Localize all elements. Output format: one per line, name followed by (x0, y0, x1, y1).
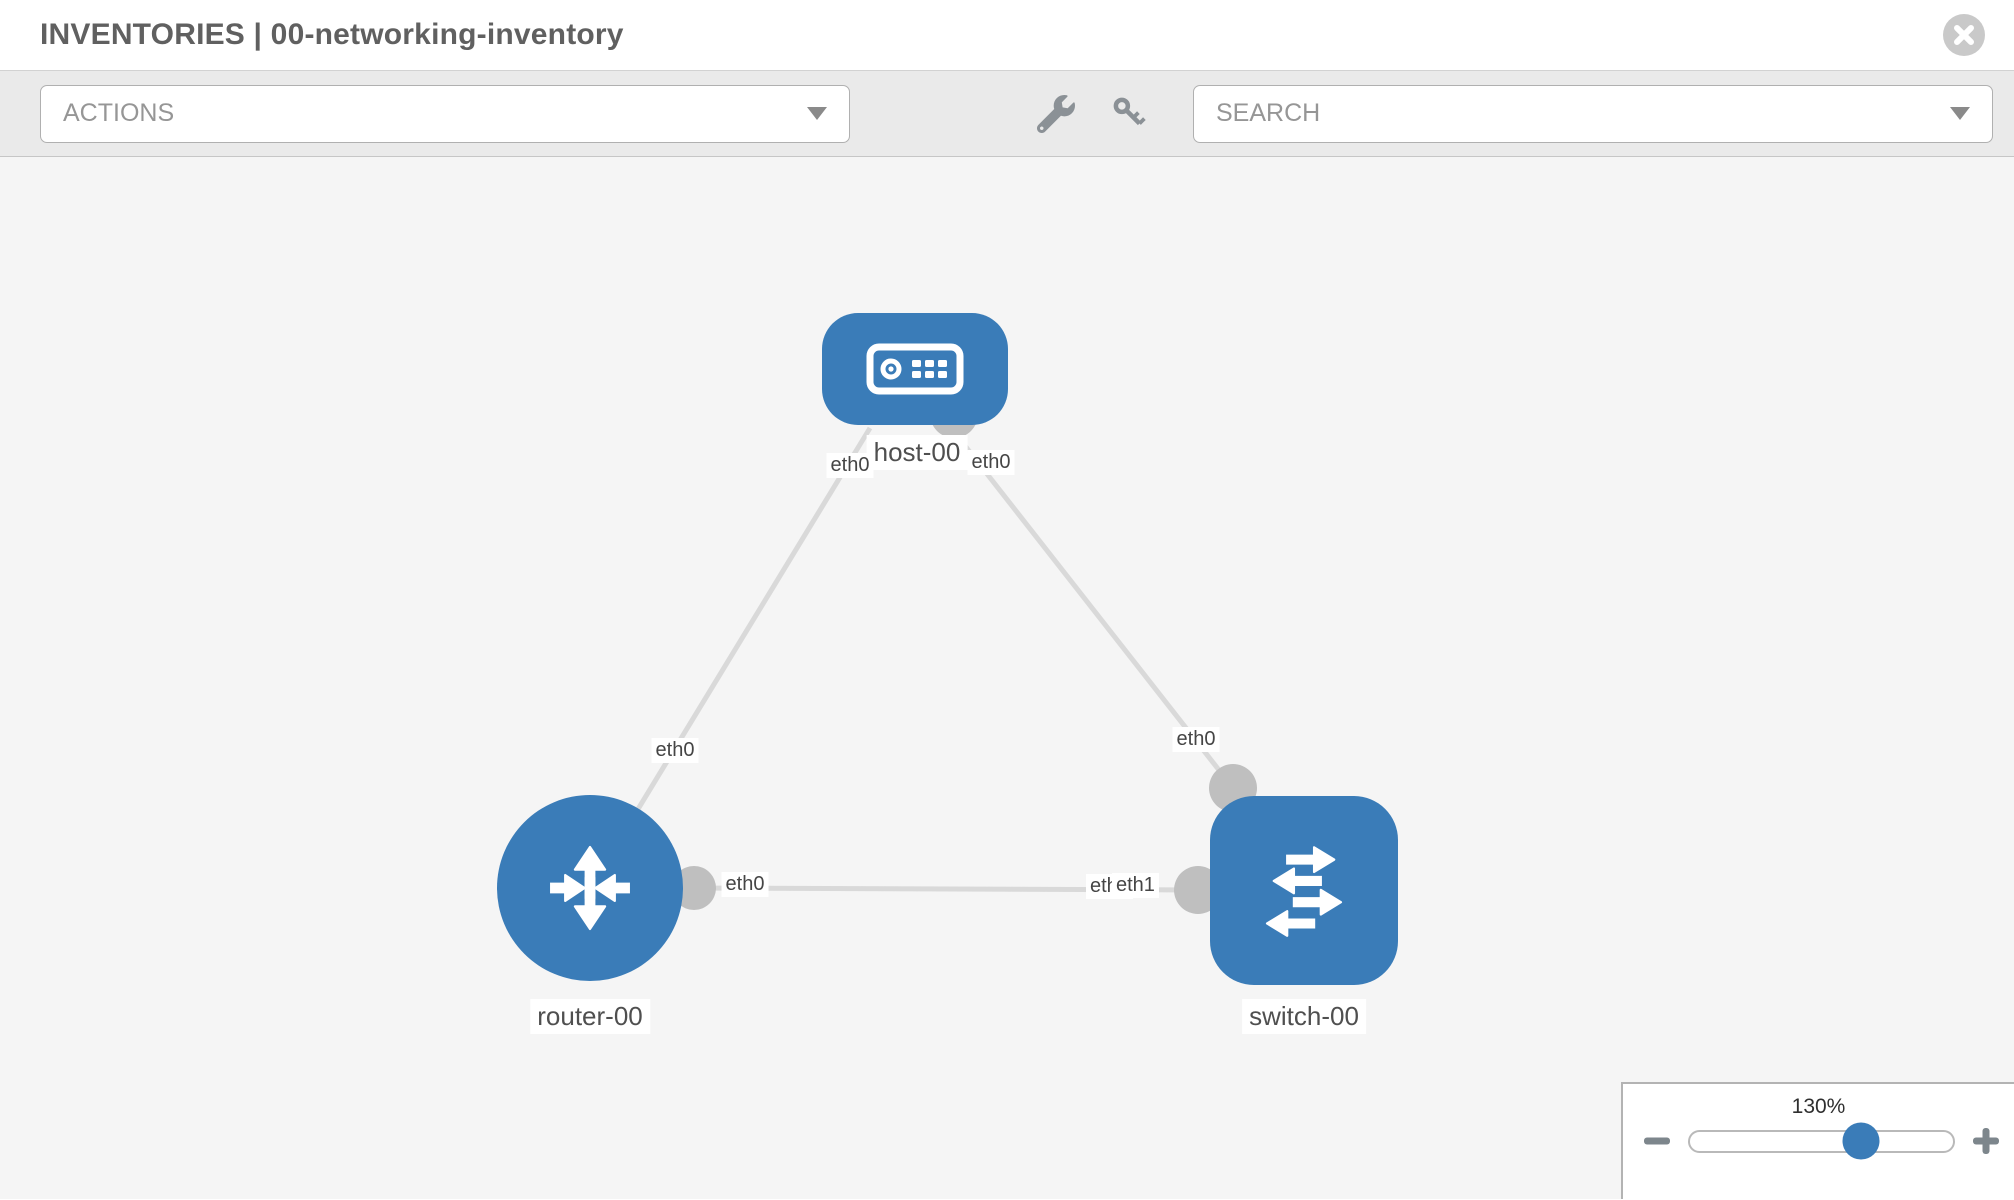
interface-label: eth0 (721, 872, 769, 897)
close-button[interactable] (1943, 14, 1985, 56)
node-label-host-00: host-00 (866, 435, 968, 470)
zoom-slider-thumb[interactable] (1842, 1122, 1880, 1160)
configure-button[interactable] (1036, 94, 1075, 133)
interface-label: eth0 (967, 450, 1015, 475)
interface-dot[interactable] (672, 866, 716, 910)
key-icon (1113, 97, 1146, 125)
interface-label: eth0 (1172, 727, 1220, 752)
search-dropdown[interactable]: SEARCH (1193, 84, 1993, 143)
zoom-level-value: 130% (1791, 1095, 1846, 1118)
zoom-out-button[interactable] (1643, 1127, 1671, 1155)
zoom-control-panel: 130% (1621, 1082, 2014, 1199)
node-label-switch-00: switch-00 (1242, 999, 1366, 1034)
zoom-slider-track[interactable] (1688, 1122, 1955, 1160)
node-switch-00[interactable] (1210, 796, 1398, 985)
minus-icon (1644, 1137, 1670, 1145)
close-icon (1954, 25, 1974, 45)
host-icon (866, 343, 964, 395)
search-dropdown-label: SEARCH (1216, 99, 1321, 127)
router-icon (550, 845, 630, 931)
actions-dropdown-label: ACTIONS (63, 99, 175, 127)
caret-down-icon (807, 107, 827, 120)
interface-label: eth0 (651, 738, 699, 763)
plus-icon (1973, 1128, 1999, 1154)
zoom-in-button[interactable] (1972, 1127, 2000, 1155)
node-host-00[interactable] (822, 313, 1008, 425)
credentials-button[interactable] (1111, 95, 1149, 133)
switch-icon (1265, 845, 1343, 937)
topology-links-layer (587, 390, 1257, 914)
interface-label: eth1 (1112, 873, 1159, 898)
topology-canvas[interactable]: host-00 router-00 switch-00 eth0 eth0 et… (0, 157, 2014, 1199)
header: INVENTORIES | 00-networking-inventory (0, 0, 2014, 71)
interface-label: eth0 (826, 453, 874, 478)
caret-down-icon (1950, 107, 1970, 120)
node-label-router-00: router-00 (530, 999, 650, 1034)
toolbar: ACTIONS SEARCH (0, 71, 2014, 157)
node-router-00[interactable] (497, 795, 683, 981)
page-title: INVENTORIES | 00-networking-inventory (40, 18, 624, 51)
wrench-icon (1036, 94, 1075, 133)
actions-dropdown[interactable]: ACTIONS (40, 84, 850, 143)
